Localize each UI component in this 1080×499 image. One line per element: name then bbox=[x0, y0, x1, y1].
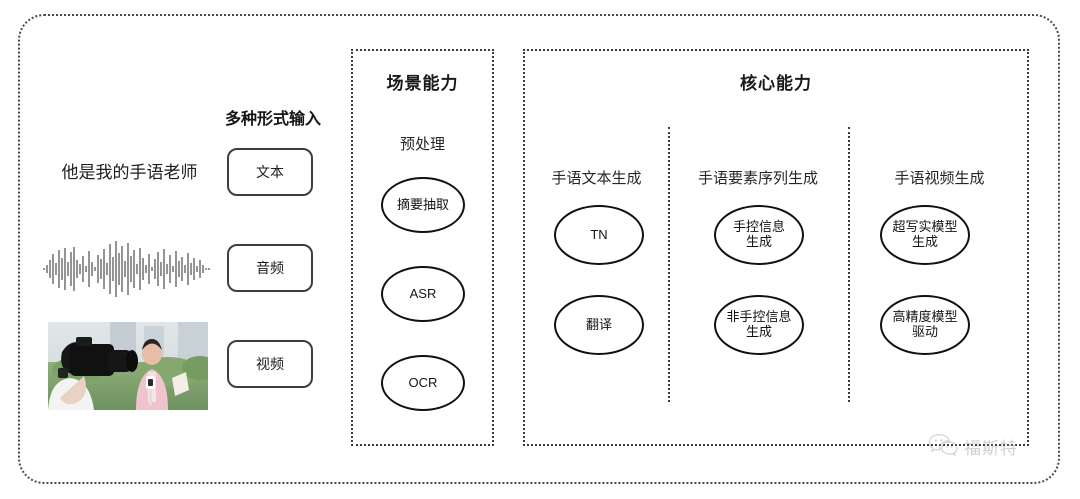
node-gaojingdu-moxing-qudong[interactable]: 高精度模型驱动 bbox=[880, 295, 970, 355]
watermark-text: 福斯特 bbox=[964, 439, 1018, 458]
audio-waveform-icon bbox=[42, 238, 212, 300]
core-column-label-video-generation: 手语视频生成 bbox=[894, 170, 985, 187]
core-column-divider-1 bbox=[668, 127, 670, 402]
node-tn[interactable]: TN bbox=[554, 205, 644, 265]
input-chip-text[interactable]: 文本 bbox=[227, 148, 313, 196]
scene-capability-panel: 场景能力 预处理 bbox=[351, 49, 494, 446]
input-section-heading: 多种形式输入 bbox=[224, 111, 321, 128]
input-sentence-text: 他是我的手语老师 bbox=[61, 163, 198, 182]
core-column-label-element-sequence: 手语要素序列生成 bbox=[697, 170, 818, 187]
node-label: 手控信息生成 bbox=[732, 219, 785, 249]
node-asr[interactable]: ASR bbox=[381, 266, 465, 322]
node-zhaiyao-chouqu[interactable]: 摘要抽取 bbox=[381, 177, 465, 233]
input-chip-label: 音频 bbox=[256, 260, 284, 276]
node-feishoukong-xinxi-shengcheng[interactable]: 非手控信息生成 bbox=[714, 295, 804, 355]
input-chip-audio[interactable]: 音频 bbox=[227, 244, 313, 292]
node-shoukong-xinxi-shengcheng[interactable]: 手控信息生成 bbox=[714, 205, 804, 265]
node-ocr[interactable]: OCR bbox=[381, 355, 465, 411]
node-label: 超写实模型生成 bbox=[892, 219, 958, 249]
input-chip-label: 文本 bbox=[256, 164, 284, 180]
node-label: 非手控信息生成 bbox=[726, 309, 792, 339]
wechat-icon bbox=[928, 432, 958, 461]
input-chip-video[interactable]: 视频 bbox=[227, 340, 313, 388]
node-label: 高精度模型驱动 bbox=[892, 309, 958, 339]
node-label: 摘要抽取 bbox=[396, 196, 449, 212]
node-chaoxieshi-moxing-shengcheng[interactable]: 超写实模型生成 bbox=[880, 205, 970, 265]
watermark: 福斯特 bbox=[928, 432, 1018, 461]
core-column-label-text-generation: 手语文本生成 bbox=[551, 170, 642, 187]
core-capability-panel: 核心能力 手语文本生成 手语要素序列生成 手语视频生成 bbox=[523, 49, 1029, 446]
node-label: TN bbox=[590, 226, 608, 242]
node-label: OCR bbox=[408, 374, 438, 390]
core-panel-title: 核心能力 bbox=[740, 74, 812, 93]
node-label: ASR bbox=[409, 285, 437, 301]
node-fanyi[interactable]: 翻译 bbox=[554, 295, 644, 355]
core-column-divider-2 bbox=[848, 127, 850, 402]
video-thumbnail-icon bbox=[48, 322, 208, 410]
input-chip-label: 视频 bbox=[256, 356, 284, 372]
scene-panel-title: 场景能力 bbox=[386, 74, 459, 93]
node-label: 翻译 bbox=[585, 316, 612, 332]
scene-group-label: 预处理 bbox=[399, 136, 445, 153]
